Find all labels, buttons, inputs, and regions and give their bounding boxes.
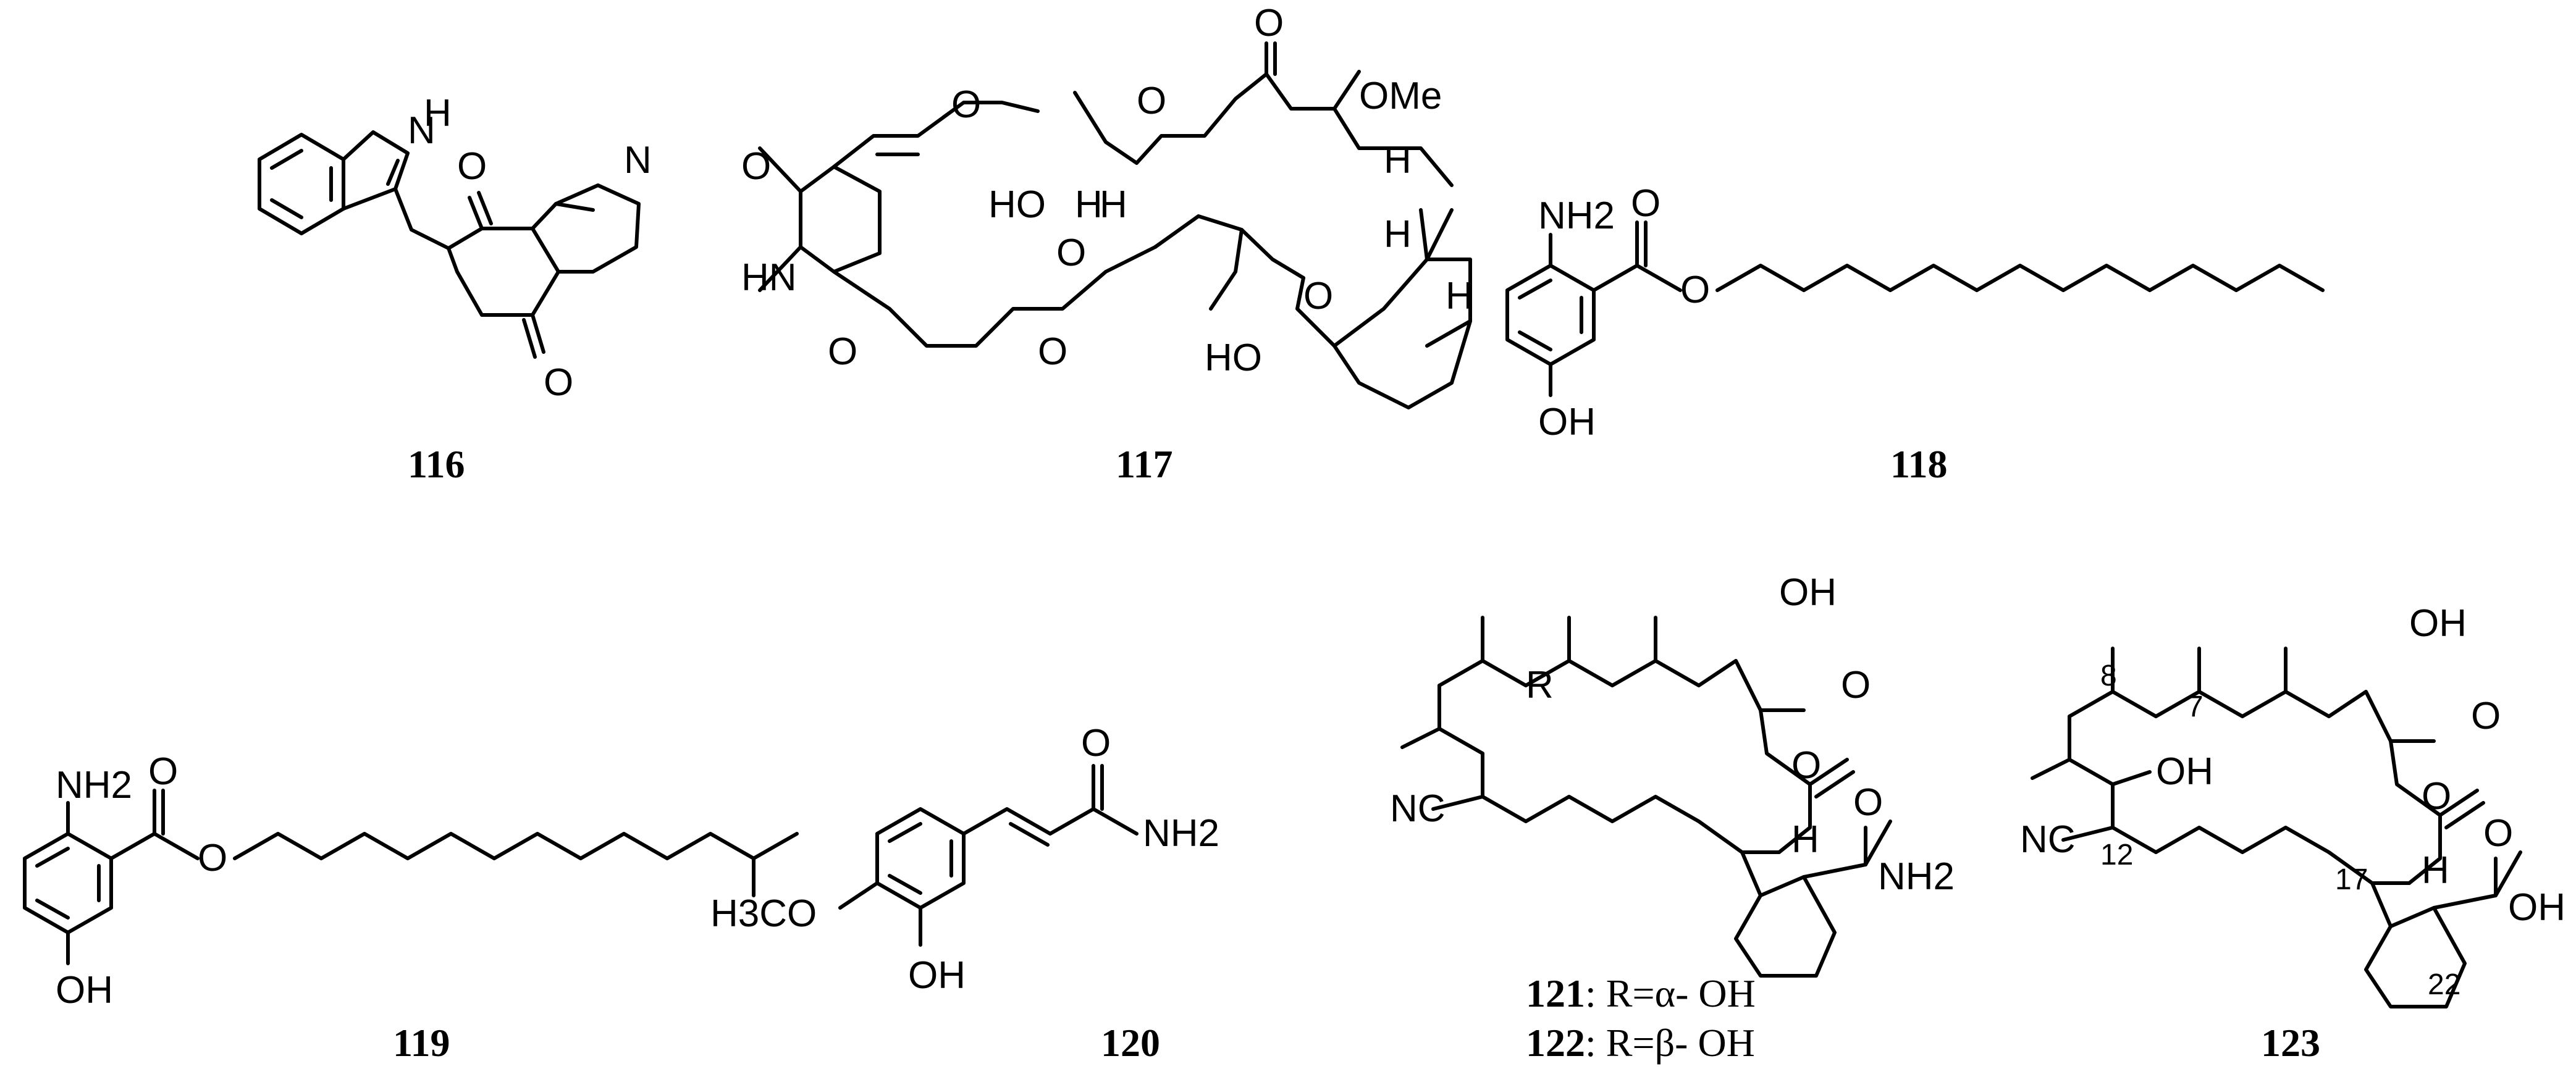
atom-o-ester: O — [2422, 775, 2451, 818]
atom-h: H — [2422, 849, 2449, 892]
label-116: 116 — [408, 442, 465, 486]
locant-8: 8 — [2100, 660, 2117, 692]
locant-12: 12 — [2100, 839, 2133, 871]
caption-121-number: 121 — [1526, 971, 1585, 1015]
atom-oh: OH — [1779, 571, 1837, 614]
atom-o-carbonyl: O — [1631, 182, 1661, 225]
atom-h3co: H3CO — [710, 892, 817, 935]
atom-oh3: OH — [2508, 886, 2565, 929]
atom-o-lactone-co: O — [1038, 330, 1067, 373]
atom-o-carbonyl: O — [1841, 664, 1871, 706]
atom-o-imide-top: O — [741, 145, 771, 188]
atom-nh2: NH2 — [1143, 812, 1219, 855]
atom-o-carbonyl: O — [148, 750, 178, 793]
atom-o2: O — [544, 361, 573, 404]
label-123: 123 — [2261, 1021, 2320, 1065]
locant-17: 17 — [2335, 863, 2368, 896]
atom-h4: H — [1384, 213, 1412, 256]
compound-119: NH2 O O OH 119 — [23, 750, 799, 1065]
locant-22: 22 — [2428, 968, 2460, 1001]
caption-122-text: : R=β- OH — [1585, 1021, 1755, 1065]
caption-121: 121: R=α- OH — [1526, 971, 1756, 1015]
atom-nh2: NH2 — [1538, 195, 1615, 237]
atom-o-ester: O — [1680, 269, 1710, 311]
caption-121-text: : R=α- OH — [1585, 971, 1756, 1015]
atom-nh2: NH2 — [56, 764, 132, 807]
atom-o1: O — [457, 145, 487, 188]
compound-116: N H O N O 116 — [258, 92, 652, 486]
atom-oh1: OH — [2409, 602, 2467, 645]
atom-oh: OH — [908, 954, 966, 997]
atom-h: H — [1791, 818, 1819, 861]
atom-nc: NC — [1390, 787, 1446, 830]
atom-h1: H — [424, 92, 452, 135]
atom-h2: H — [1100, 183, 1127, 226]
atom-nh2: NH2 — [1878, 855, 1955, 898]
label-119: 119 — [393, 1021, 450, 1065]
compound-123: OH OH O O NC H O OH 8 7 12 17 22 123 — [2020, 602, 2565, 1065]
atom-r: R — [1526, 664, 1554, 706]
atom-o-amide: O — [1853, 781, 1883, 824]
caption-122-number: 122 — [1526, 1021, 1585, 1065]
atom-o-carbonyl: O — [2471, 695, 2501, 737]
atom-h5: H — [1446, 275, 1473, 317]
atom-o-imide-bottom: O — [828, 330, 857, 373]
label-120: 120 — [1101, 1021, 1160, 1065]
atom-o-carbonyl: O — [1081, 722, 1111, 765]
atom-h1: H — [1075, 183, 1103, 226]
atom-hn: HN — [741, 256, 797, 299]
compound-117: O O O OMe HO H H O HN O O O H H H O HO 1… — [741, 2, 1473, 486]
atom-nc: NC — [2020, 818, 2076, 861]
atom-oh: OH — [56, 969, 113, 1012]
compound-121-122: OH R O O NC H O NH2 121: R=α- OH 122: R=… — [1390, 571, 1955, 1065]
label-117: 117 — [1116, 442, 1172, 486]
atom-n1: N — [408, 109, 436, 152]
atom-o-carbonyl: O — [1254, 2, 1284, 44]
atom-o-lactone: O — [1056, 232, 1086, 274]
locant-7: 7 — [2187, 690, 2203, 723]
atom-h3: H — [1384, 139, 1412, 182]
atom-o-ester: O — [1791, 744, 1821, 787]
atom-o-ester: O — [1137, 80, 1166, 122]
atom-o-top: O — [951, 83, 981, 126]
atom-ho2: HO — [1205, 337, 1262, 379]
caption-122: 122: R=β- OH — [1526, 1021, 1755, 1065]
atom-n2: N — [624, 139, 652, 182]
atom-o-ester: O — [198, 837, 227, 879]
compound-120: O NH2 H3CO OH 120 — [710, 722, 1219, 1065]
atom-ho1: HO — [988, 183, 1046, 226]
atom-o-acid: O — [2483, 812, 2513, 855]
label-118: 118 — [1890, 442, 1947, 486]
atom-ome: OMe — [1359, 75, 1442, 117]
atom-oh2: OH — [2156, 750, 2213, 793]
atom-o-bridge: O — [1303, 275, 1333, 317]
compound-118: NH2 O O OH 118 — [1505, 182, 2325, 486]
atom-oh: OH — [1538, 401, 1596, 443]
